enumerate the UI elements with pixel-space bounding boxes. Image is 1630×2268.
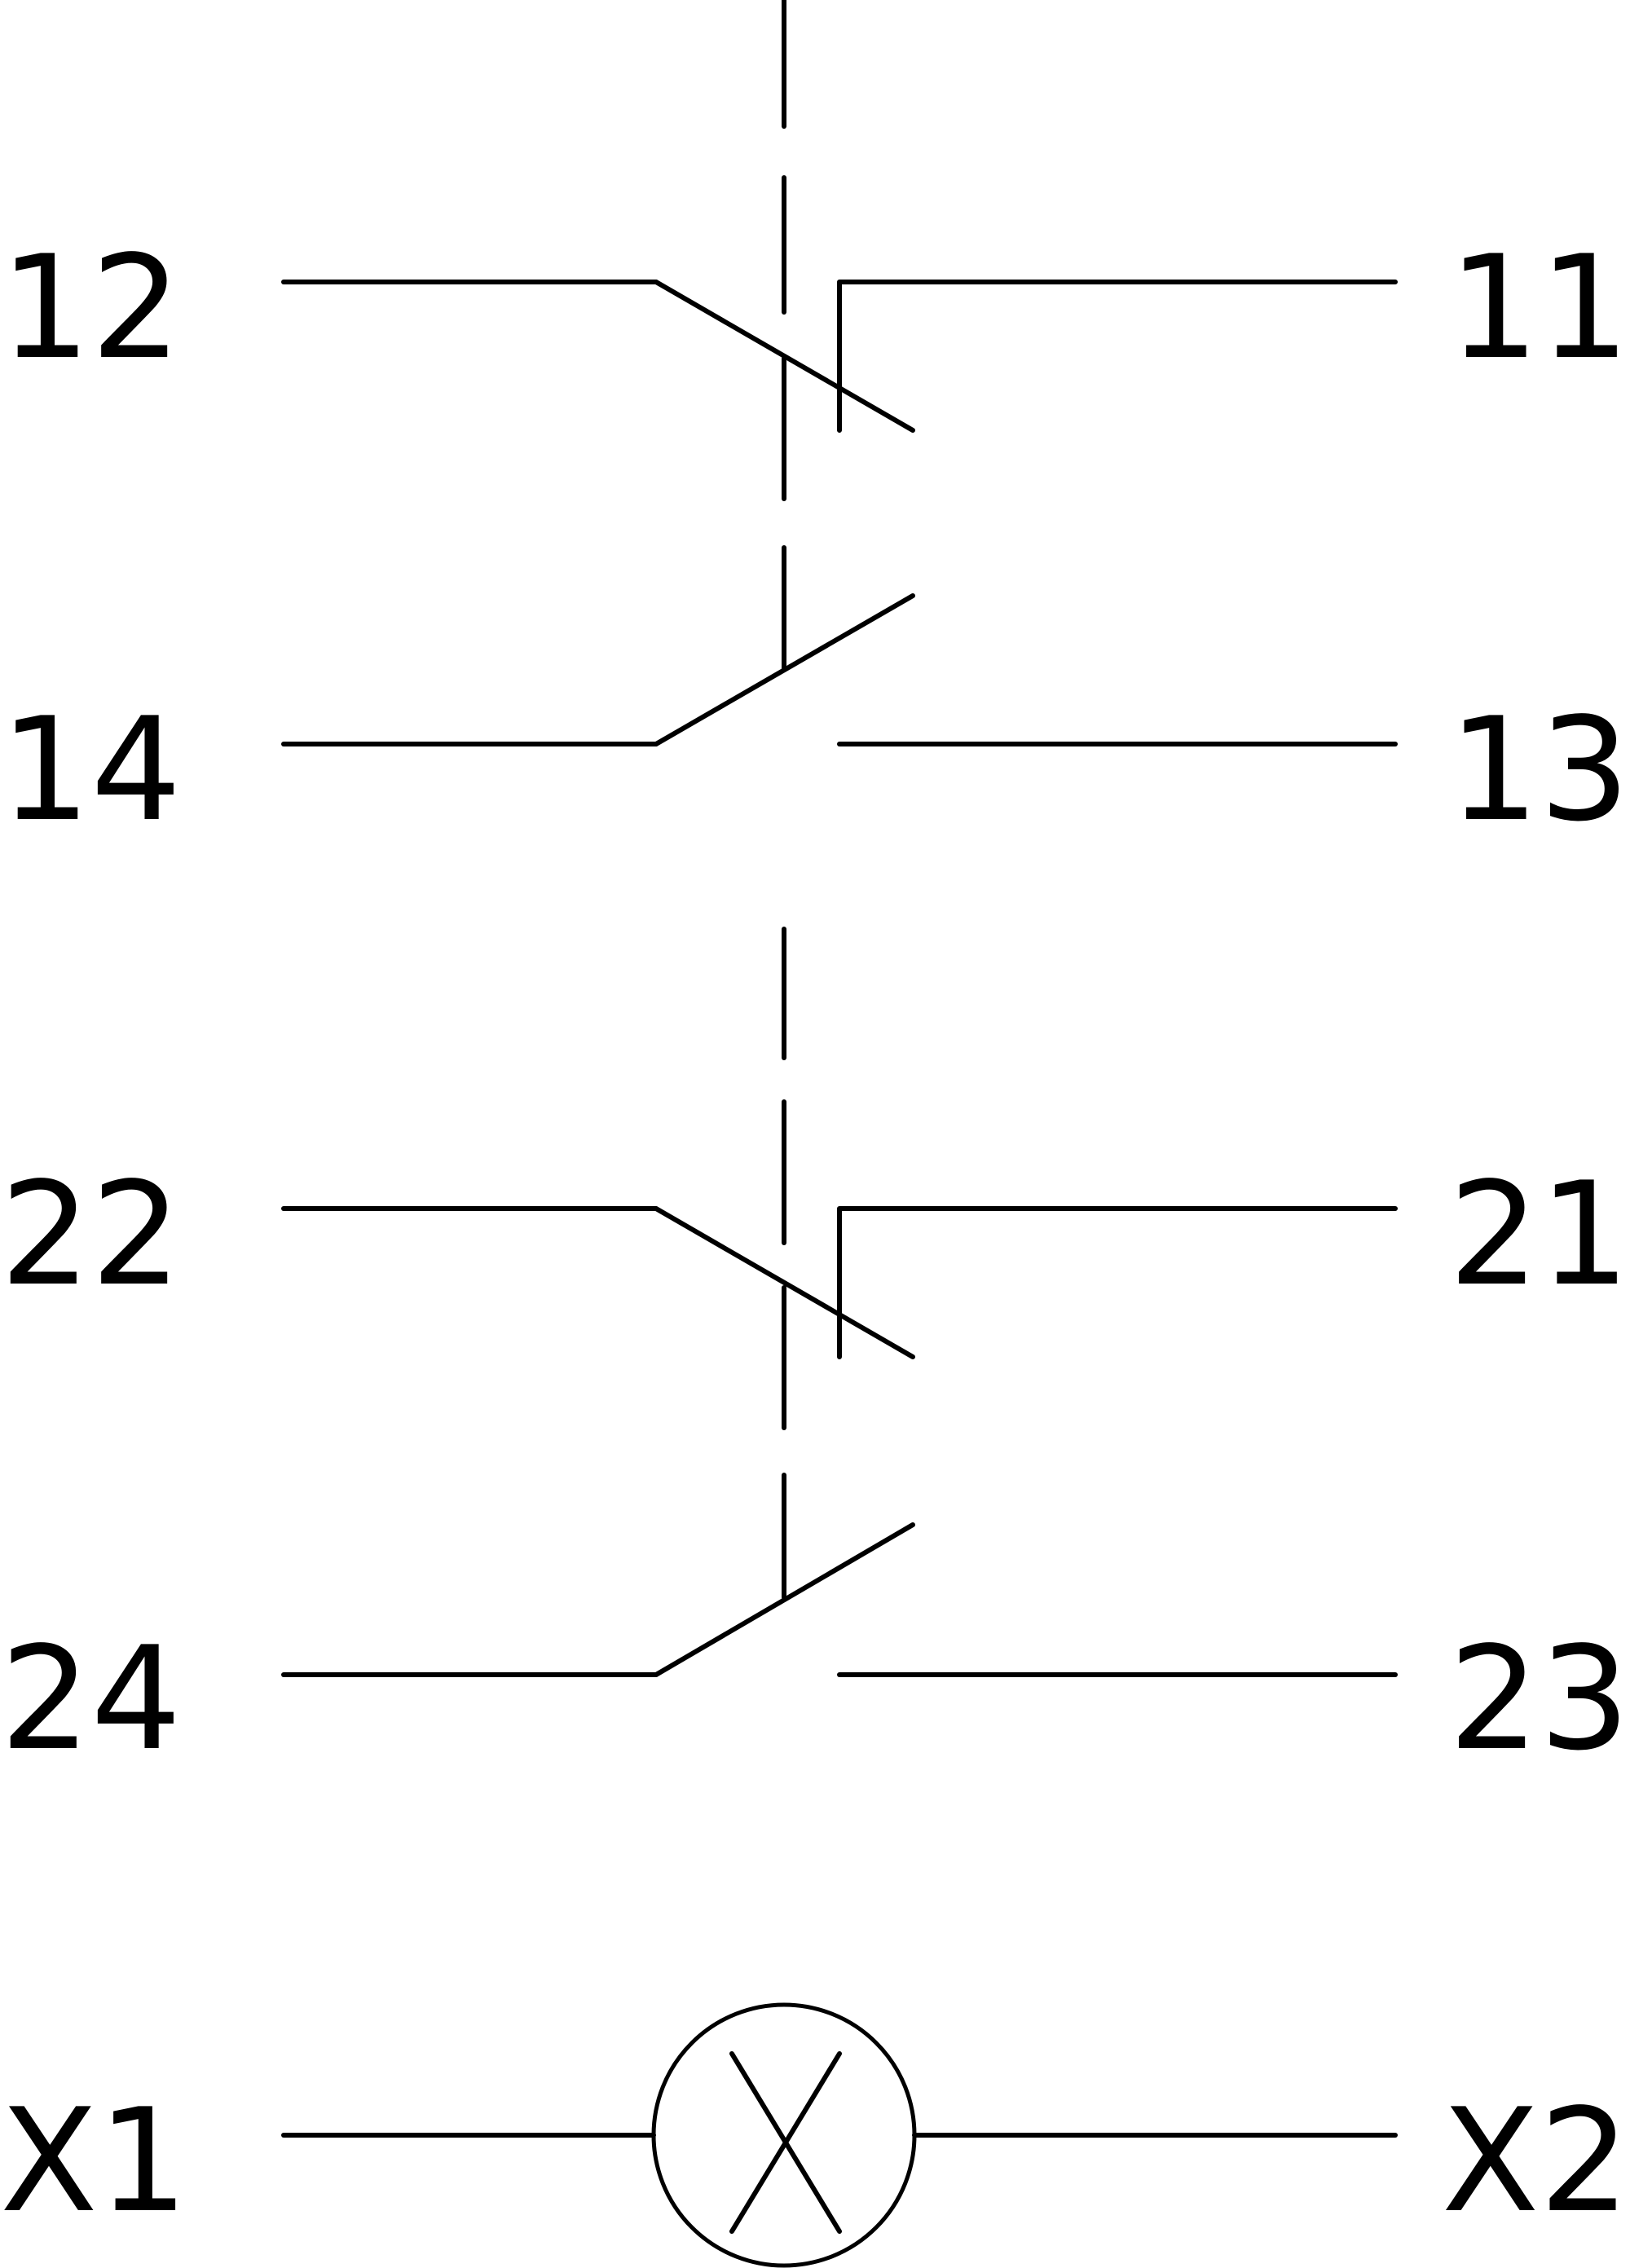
terminal-labels: 12 11 14 13 22 21 24 23 X1 X2 (0, 226, 1630, 2244)
terminal-label-x2: X2 (1442, 2079, 1630, 2244)
terminal-label-13: 13 (1448, 688, 1630, 853)
terminal-label-24: 24 (0, 1617, 182, 1782)
no-contact-14-13 (281, 593, 1398, 746)
terminal-label-22: 22 (0, 1152, 182, 1318)
no-contact-24-23 (281, 1522, 1398, 1677)
terminal-label-21: 21 (1448, 1152, 1630, 1318)
terminal-label-x1: X1 (0, 2079, 188, 2244)
nc-contact-12-11 (281, 280, 1398, 433)
terminal-label-12: 12 (0, 226, 182, 391)
indicator-lamp (281, 2002, 1398, 2268)
lamp-icon (651, 2002, 917, 2268)
nc-contact-22-21 (281, 1206, 1398, 1359)
terminal-label-23: 23 (1448, 1617, 1630, 1782)
terminal-label-11: 11 (1448, 226, 1630, 391)
terminal-label-14: 14 (0, 688, 182, 853)
